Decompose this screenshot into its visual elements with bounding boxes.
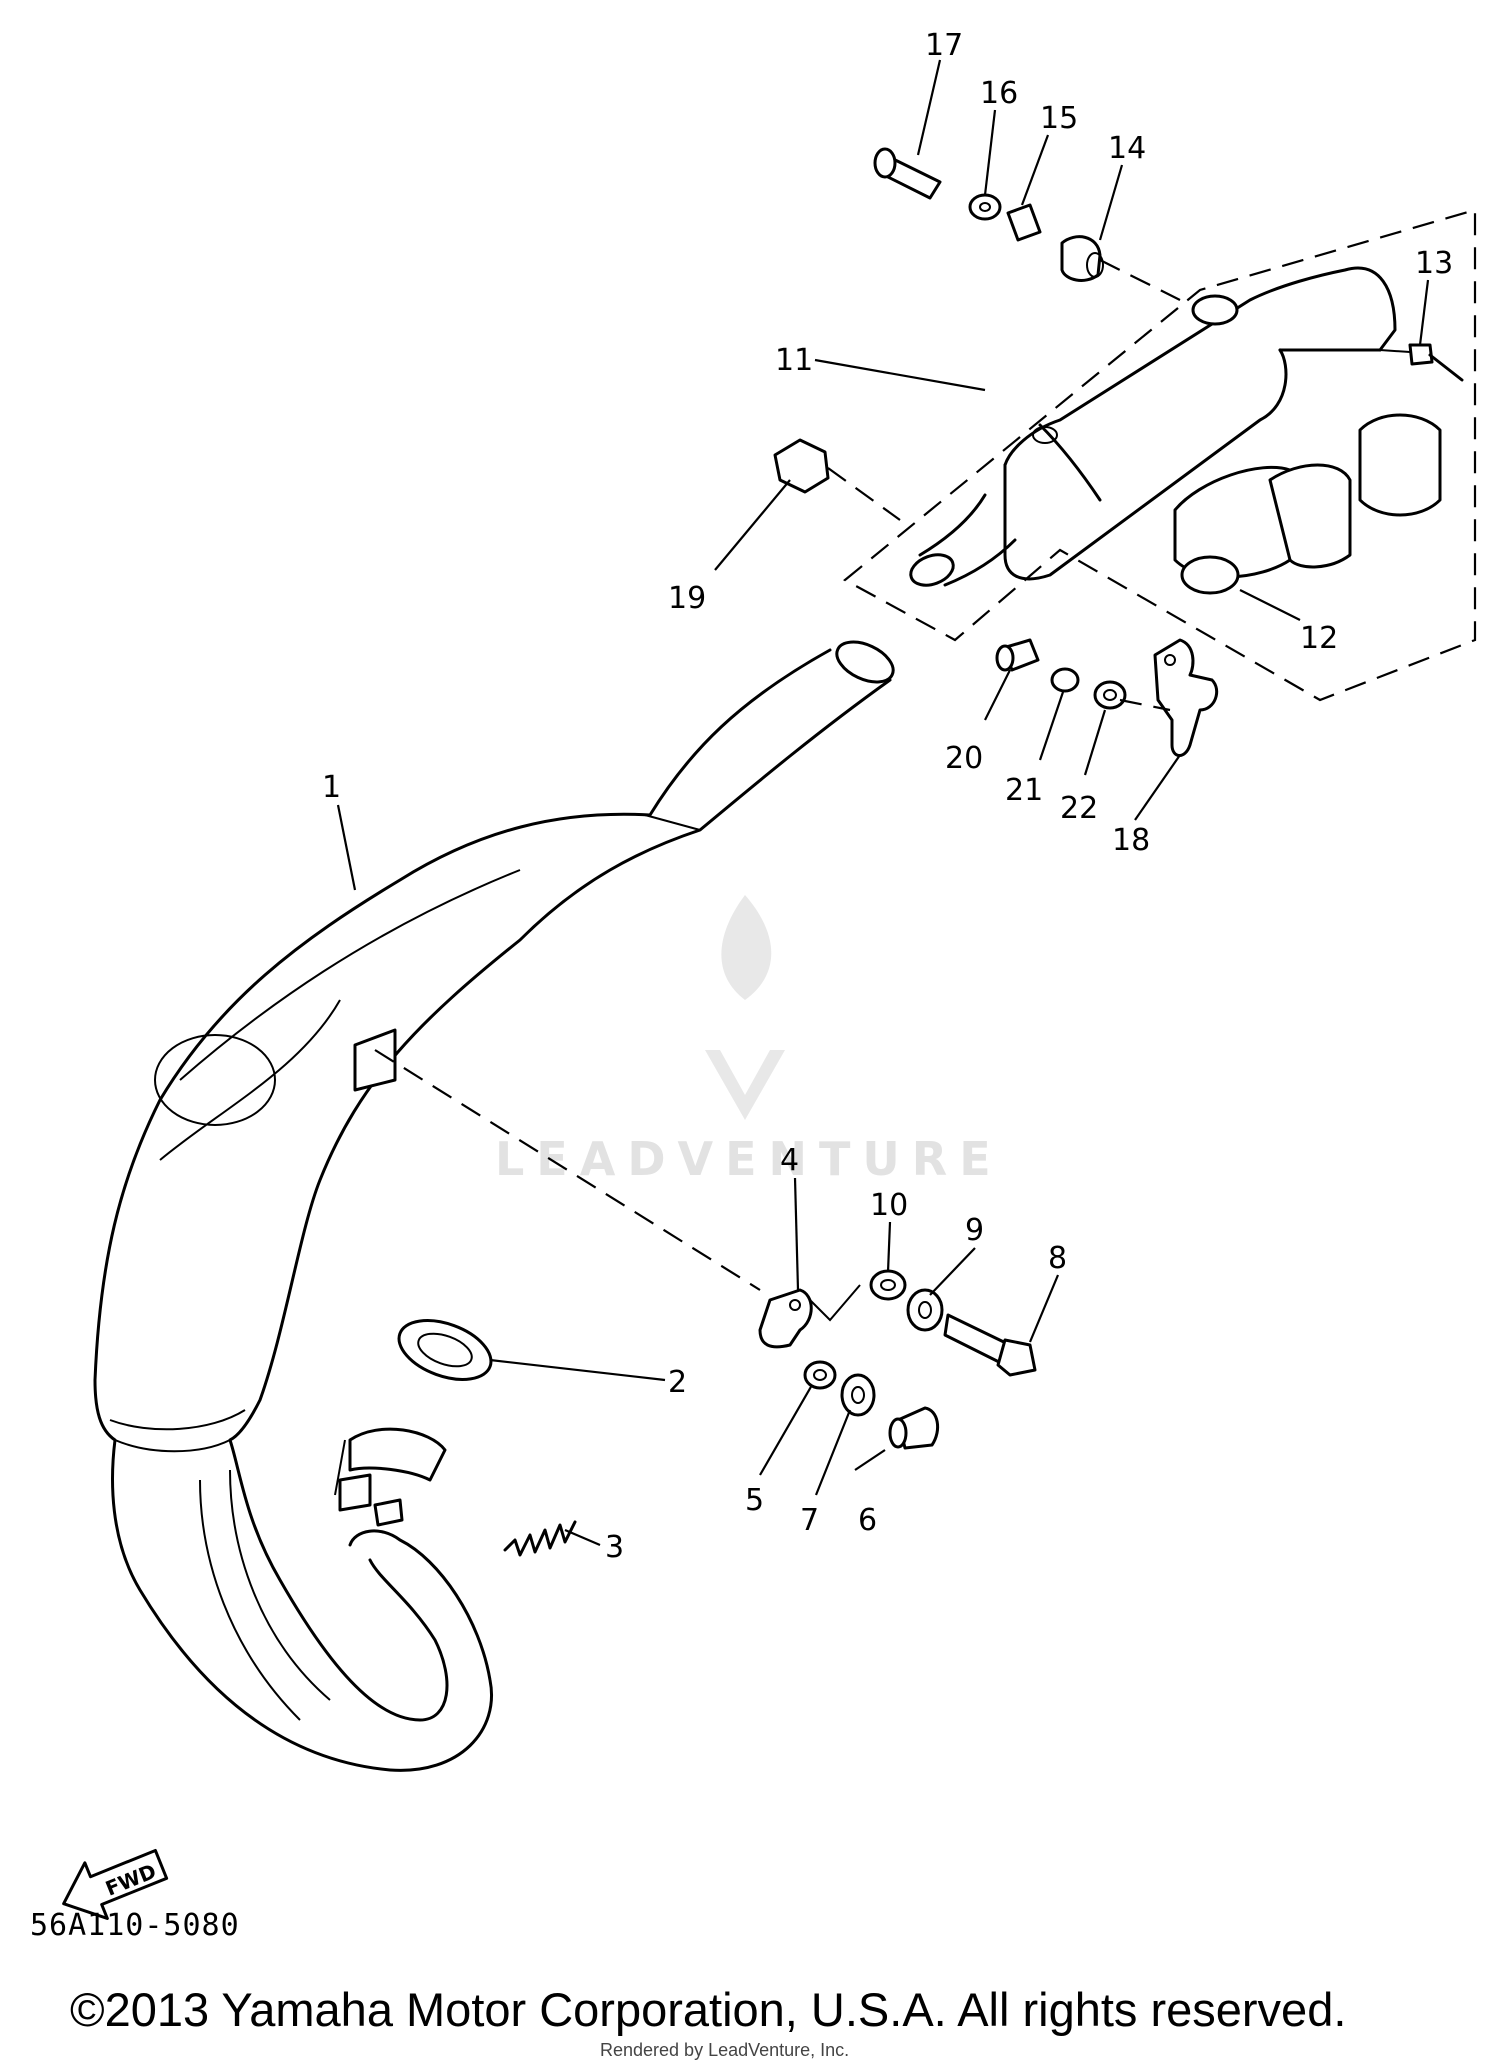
bracket-part-18[interactable] (1153, 638, 1219, 757)
silencer-assembly[interactable] (843, 208, 1477, 702)
callout-6[interactable]: 6 (858, 1503, 877, 1538)
callout-numbers: 1 2 3 4 5 6 7 8 9 10 11 12 13 14 15 16 1… (322, 28, 1453, 1565)
washer-part-7[interactable] (840, 1373, 876, 1417)
rendered-by-notice: Rendered by LeadVenture, Inc. (600, 2040, 850, 2060)
gasket-part-2[interactable] (391, 1309, 499, 1391)
callout-2[interactable]: 2 (668, 1365, 687, 1400)
washer-part-21[interactable] (1050, 667, 1080, 693)
callout-20[interactable]: 20 (945, 741, 983, 776)
bolt-part-17[interactable] (873, 147, 942, 200)
bolt-part-20[interactable] (995, 638, 1040, 672)
washer-part-16[interactable] (968, 193, 1002, 221)
leader-lines (336, 59, 1430, 1547)
callout-14[interactable]: 14 (1108, 131, 1146, 166)
callout-1[interactable]: 1 (322, 770, 341, 805)
callout-18[interactable]: 18 (1112, 823, 1150, 858)
callout-8[interactable]: 8 (1048, 1241, 1067, 1276)
copyright-notice: ©2013 Yamaha Motor Corporation, U.S.A. A… (70, 1983, 1347, 2036)
silencer-packing[interactable] (1173, 413, 1442, 595)
collar-part-10[interactable] (869, 1269, 907, 1301)
callout-15[interactable]: 15 (1040, 101, 1078, 136)
callout-21[interactable]: 21 (1005, 773, 1043, 808)
leadventure-watermark: LEADVENTURE (495, 895, 1003, 1186)
fwd-label: FWD (102, 1859, 160, 1901)
spring-part-3[interactable] (373, 1498, 577, 1557)
washer-part-9[interactable] (906, 1288, 944, 1332)
callout-5[interactable]: 5 (745, 1483, 764, 1518)
callout-12[interactable]: 12 (1300, 621, 1338, 656)
watermark-text: LEADVENTURE (495, 1132, 1003, 1186)
assembly-lines (374, 259, 1411, 1322)
collar-part[interactable] (334, 1427, 447, 1512)
bolt-part-6[interactable] (888, 1406, 940, 1450)
callout-13[interactable]: 13 (1415, 246, 1453, 281)
nut-part-19[interactable] (773, 438, 830, 494)
expansion-chamber-pipe[interactable] (93, 634, 899, 1772)
collar-part-15[interactable] (1006, 203, 1042, 242)
callout-17[interactable]: 17 (925, 28, 963, 63)
callout-9[interactable]: 9 (965, 1213, 984, 1248)
callout-11[interactable]: 11 (775, 343, 813, 378)
callout-7[interactable]: 7 (800, 1503, 819, 1538)
callout-16[interactable]: 16 (980, 76, 1018, 111)
diagram-code: 56A110-5080 (30, 1908, 240, 1943)
callout-4[interactable]: 4 (780, 1143, 799, 1178)
callout-3[interactable]: 3 (605, 1530, 624, 1565)
bracket-part-4[interactable] (758, 1288, 813, 1349)
collar-part-5[interactable] (803, 1360, 837, 1390)
callout-19[interactable]: 19 (668, 581, 706, 616)
grommet-part-14[interactable] (1060, 235, 1104, 282)
washer-part-22[interactable] (1093, 680, 1127, 710)
screw-part-13[interactable] (1408, 343, 1464, 382)
callout-10[interactable]: 10 (870, 1188, 908, 1223)
bolt-part-8[interactable] (943, 1313, 1037, 1377)
callout-22[interactable]: 22 (1060, 791, 1098, 826)
